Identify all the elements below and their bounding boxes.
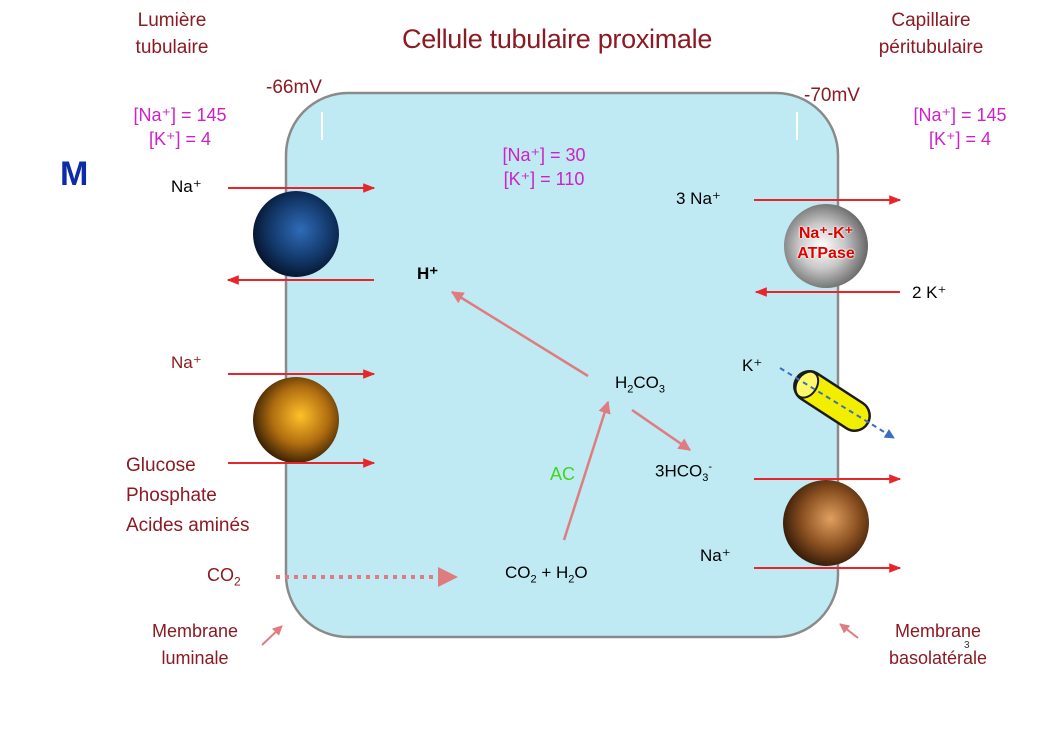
cotransported-solutes: Glucose Phosphate Acides aminés (126, 451, 250, 541)
luminal-membrane-label: Membrane luminale (140, 618, 250, 672)
h2co3-label: H2CO3 (615, 373, 665, 395)
basolateral-membrane-line1: Membrane (894, 621, 982, 641)
peritubular-capillary-label: Capillaire péritubulaire (866, 7, 996, 61)
three-na-label: 3 Na⁺ (676, 189, 721, 208)
h2co3-sub3: 3 (658, 383, 666, 396)
cell-na-conc: [Na⁺] = 30 (502, 145, 586, 165)
arrow-co2-to-h2co3 (562, 400, 611, 541)
cell-body (284, 91, 840, 639)
hco3-sub: 3 (702, 472, 709, 485)
h2o-sub: 2 (568, 573, 575, 586)
solute-phosphate: Phosphate (126, 485, 217, 506)
solute-glucose: Glucose (126, 455, 196, 476)
page-number: 3 (964, 640, 970, 651)
pump-line1: Na⁺-K⁺ (798, 225, 854, 242)
na-k-atpase-pump (784, 204, 868, 288)
m-letter: M (60, 155, 89, 193)
co2-lumen-sub: 2 (234, 574, 241, 589)
potential-left: -66mV (266, 77, 322, 98)
arrow-h2co3-to-h (450, 290, 589, 378)
na-lumen-middle-label: Na⁺ (171, 353, 202, 372)
capillary-line2: péritubulaire (878, 37, 984, 58)
potential-right: -70mV (804, 85, 860, 106)
carbonic-anhydrase-label: AC (550, 464, 576, 484)
capillary-na-conc: [Na⁺] = 145 (913, 105, 1007, 125)
lumen-concentrations: [Na⁺] = 145 [K⁺] = 4 (128, 103, 232, 151)
na-k-atpase-label: Na⁺-K⁺ ATPase (784, 224, 868, 264)
solute-amino-acids: Acides aminés (126, 515, 250, 536)
hco3-text: 3HCO (655, 461, 703, 481)
co2-h2o-label: CO2 + H2O (505, 563, 588, 585)
diagram-title: Cellule tubulaire proximale (402, 24, 713, 54)
co2-text: CO (505, 563, 531, 582)
plus-h-text: + H (536, 563, 569, 582)
na-h-exchanger (253, 191, 339, 277)
arrow-h2co3-to-hco3 (631, 408, 692, 452)
hco3-charge: - (708, 461, 713, 473)
two-k-label: 2 K⁺ (912, 283, 947, 302)
co2-sub: 2 (530, 573, 537, 586)
h2co3-co: CO (633, 373, 659, 392)
na-basolateral-label: Na⁺ (700, 546, 731, 565)
na-hco3-cotransporter (783, 480, 869, 566)
k-channel (779, 367, 895, 439)
na-cotransporter (253, 377, 339, 463)
luminal-membrane-line1: Membrane (151, 621, 239, 641)
pointer-luminal-membrane (261, 625, 283, 646)
h2co3-sub2: 2 (627, 383, 634, 396)
capillary-k-conc: [K⁺] = 4 (928, 129, 992, 149)
pointer-basolateral-membrane (839, 623, 859, 639)
k-channel-label: K⁺ (742, 356, 763, 375)
capillary-concentrations: [Na⁺] = 145 [K⁺] = 4 (908, 103, 1012, 151)
h-plus-label: H⁺ (417, 264, 439, 283)
tubular-lumen-line2: tubulaire (135, 37, 209, 58)
basolateral-membrane-label: Membrane basolatérale (876, 618, 1000, 672)
h2co3-h: H (615, 373, 628, 392)
tubular-lumen-line1: Lumière (137, 10, 207, 31)
cell-k-conc: [K⁺] = 110 (503, 169, 585, 189)
hco3-label: 3HCO3- (655, 461, 712, 484)
pump-line2: ATPase (797, 245, 855, 262)
na-lumen-top-label: Na⁺ (171, 177, 202, 196)
o-text: O (574, 563, 588, 582)
lumen-k-conc: [K⁺] = 4 (148, 129, 212, 149)
basolateral-membrane-line2: basolatérale (888, 648, 988, 668)
cell-concentrations: [Na⁺] = 30 [K⁺] = 110 (494, 143, 594, 191)
tubular-lumen-label: Lumière tubulaire (128, 7, 216, 61)
lumen-na-conc: [Na⁺] = 145 (133, 105, 227, 125)
capillary-line1: Capillaire (891, 10, 971, 31)
luminal-membrane-line2: luminale (161, 648, 229, 668)
co2-lumen-text: CO (207, 565, 234, 585)
co2-lumen-label: CO2 (207, 562, 241, 596)
